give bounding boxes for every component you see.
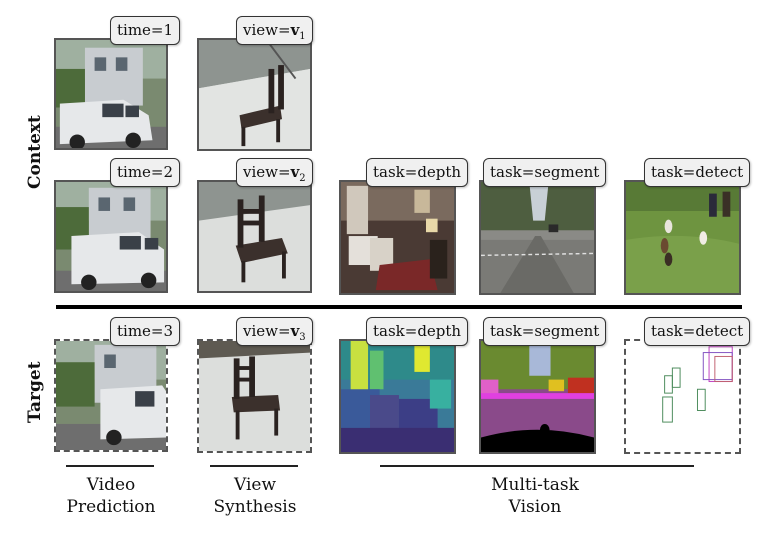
view-tag-1: view=v1 [236,16,313,45]
context-video-frame-2 [54,180,168,293]
multitask-vision-label: Multi-task Vision [491,475,579,517]
depth-tag-context: task=depth [366,158,469,187]
segment-tag-context: task=segment [483,158,607,187]
detect-tag-target: task=detect [644,317,751,346]
view-group-line [210,465,298,467]
view-tag-2: view=v2 [236,158,313,187]
target-row-label: Target [25,361,45,423]
view-synthesis-label: View Synthesis [213,475,297,517]
target-video-frame [54,339,168,452]
context-video-frame-1 [54,38,168,150]
video-group-line [66,465,154,467]
context-depth-image [339,180,456,295]
segment-tag-target: task=segment [483,317,607,346]
context-segment-image [479,180,596,295]
depth-tag-target: task=depth [366,317,469,346]
context-view-image-1 [197,38,312,151]
context-target-divider [56,305,742,309]
context-view-image-2 [197,180,312,293]
time-tag-2: time=2 [110,158,181,187]
time-tag-1: time=1 [110,16,181,45]
target-view-image [197,339,312,453]
target-depth-map [339,339,456,454]
multitask-group-line [380,465,694,467]
view-tag-3: view=v3 [236,317,313,346]
video-prediction-label: Video Prediction [66,475,156,517]
context-row-label: Context [25,115,45,189]
time-tag-3: time=3 [110,317,181,346]
target-segment-map [479,339,596,454]
context-detect-image [624,180,741,295]
target-detect-boxes [624,339,741,454]
detect-tag-context: task=detect [644,158,751,187]
